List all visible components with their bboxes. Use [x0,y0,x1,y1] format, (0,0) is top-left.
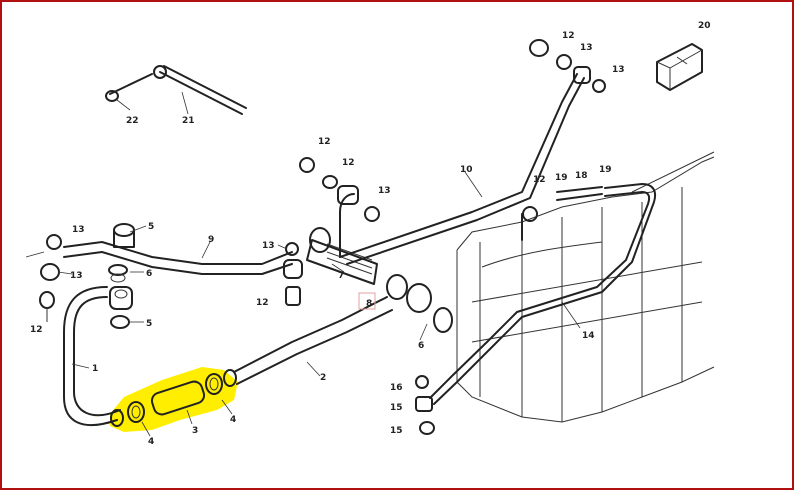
washer-5-bottom [110,315,130,329]
pipe-9 [63,241,293,275]
washer-12-mid [322,175,338,189]
pipe-14 [429,183,657,405]
banjo-mid [337,185,359,205]
clamp-4-right [205,373,223,395]
washer-13-mid [364,206,380,222]
label-part-12-right: 12 [533,175,546,185]
clip-22 [105,73,153,102]
washer-15 [419,421,435,435]
transmission-housing [456,151,715,423]
label-part-13-mid: 13 [378,186,391,196]
label-part-15b: 15 [390,426,403,436]
hose-end-left [110,409,124,427]
hose-end-right [223,369,237,387]
label-part-12-mid-b: 12 [342,158,355,168]
bolt-12-top [529,39,549,57]
label-part-13-right: 13 [262,241,275,251]
pipe-10 [339,73,585,265]
label-part-6b: 6 [418,341,424,351]
label-part-20: 20 [698,21,711,31]
bolt-12-upper-left [46,234,62,250]
label-part-10: 10 [460,165,473,175]
label-part-15a: 15 [390,403,403,413]
label-part-5b: 5 [146,319,152,329]
label-part-18: 18 [575,171,588,181]
washer-13-right [285,242,299,256]
part-labels: 1 2 3 4 4 5 5 6 6 7 8 9 10 12 12 12 12 1… [30,21,711,447]
label-part-8: 8 [366,299,372,309]
label-part-2: 2 [320,373,326,383]
marker-box [358,292,376,310]
bolt-12-mid [299,157,315,173]
washer-6-lower [110,273,126,283]
banjo-top [573,66,591,84]
label-part-13-top-a: 13 [580,43,593,53]
fitting-5-top [113,223,135,248]
pipe-18 [556,186,603,201]
washer-13-top-b [592,79,606,93]
leader-lines [25,91,581,437]
label-part-12-top: 12 [562,31,575,41]
label-part-7: 7 [338,271,344,281]
strainer-7 [306,227,378,285]
washer-13-left [40,263,60,281]
label-part-16: 16 [390,383,403,393]
bolt-12-right [285,286,301,306]
label-part-4b: 4 [230,415,236,425]
clamp-4-left [127,401,145,423]
label-part-19b: 19 [599,165,612,175]
label-part-13-left-a: 13 [72,225,85,235]
banjo-right [283,259,303,279]
hose-1 [63,286,121,427]
nut-15 [415,396,433,412]
label-part-5a: 5 [148,222,154,232]
washer-13-top-a [556,54,572,70]
hose-2 [233,296,393,385]
label-part-14: 14 [582,331,595,341]
bolt-16 [415,375,429,389]
label-part-13-left-b: 13 [70,271,83,281]
label-part-3: 3 [192,426,198,436]
o-ring-8a [386,274,408,300]
label-part-19a: 19 [555,173,568,183]
tube-3 [150,380,206,416]
label-part-22: 22 [126,116,139,126]
label-part-12-mid-a: 12 [318,137,331,147]
washer-6-upper [108,264,128,276]
label-part-1: 1 [92,364,98,374]
bolt-12-lower-left [39,291,55,309]
label-part-12-lower: 12 [256,298,269,308]
fitting-5-mid [109,286,133,310]
rod-21 [153,65,247,115]
label-part-6a: 6 [146,269,152,279]
label-part-9: 9 [208,235,214,245]
block-20 [656,43,703,91]
label-part-21: 21 [182,116,195,126]
label-part-12-left: 12 [30,325,43,335]
o-ring-8c [433,307,453,333]
o-ring-8b [406,283,432,313]
label-part-4a: 4 [148,437,154,447]
label-part-13-top-b: 13 [612,65,625,75]
